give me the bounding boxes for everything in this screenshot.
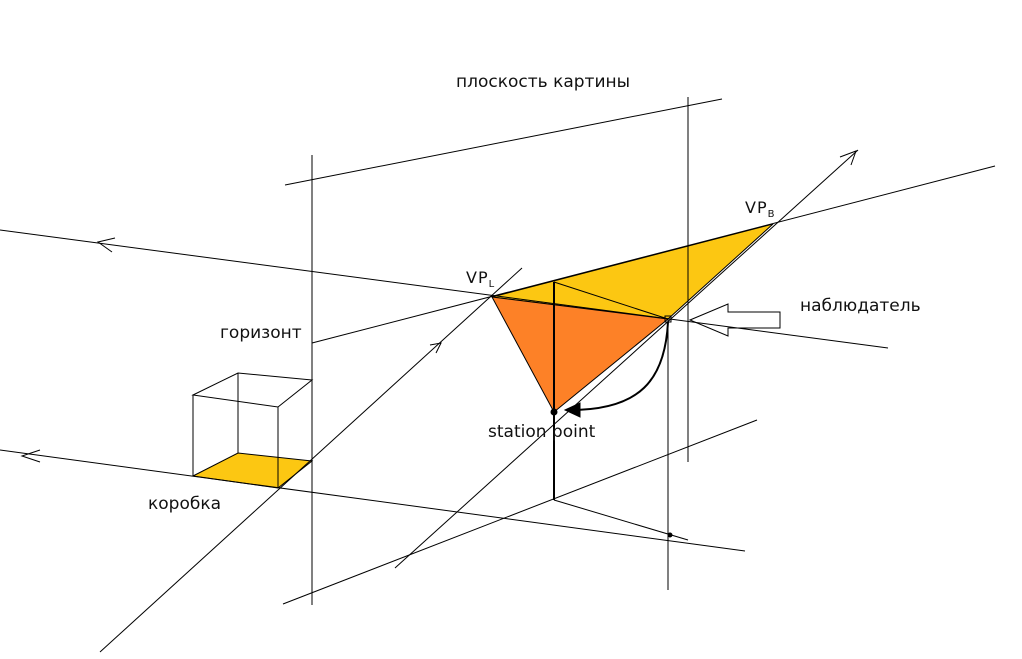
horizon-label: горизонт — [220, 323, 302, 343]
station-projection — [553, 499, 689, 541]
box-base — [191, 452, 314, 489]
picture-plane-line — [284, 98, 723, 186]
diagonal-right — [394, 149, 859, 569]
curved-arrow-head — [563, 402, 581, 418]
ground-line — [0, 449, 746, 552]
arrow-diagonal-right — [839, 150, 857, 166]
box-wireframe — [191, 372, 314, 488]
vp-right-sub: B — [767, 209, 776, 221]
vp-right-label: VPB — [745, 198, 775, 220]
box-label: коробка — [148, 494, 222, 514]
arrow-diagonal-left — [429, 342, 442, 354]
vp-left-text: VP — [466, 268, 489, 287]
diagonal-left — [99, 267, 523, 653]
picture-plane-label: плоскость картины — [456, 72, 631, 92]
arrow-left-bottom — [20, 449, 41, 463]
ground-dot — [667, 532, 673, 538]
observer-label: наблюдатель — [800, 296, 921, 316]
arrow-left-top — [96, 237, 116, 253]
vp-connection-line — [311, 165, 996, 344]
station-point-label: station point — [488, 422, 596, 442]
inner-line — [553, 281, 669, 320]
vp-left-label: VPL — [466, 268, 495, 290]
horizon-line — [0, 229, 889, 349]
observer-marker — [664, 315, 672, 323]
orange-triangle — [491, 296, 670, 413]
curved-arrow — [569, 321, 669, 411]
vp-left-sub: L — [488, 279, 496, 291]
vp-right-text: VP — [745, 198, 768, 217]
station-point-dot — [550, 408, 558, 416]
ground-diagonal — [282, 419, 758, 605]
observer-arrow — [688, 303, 781, 337]
